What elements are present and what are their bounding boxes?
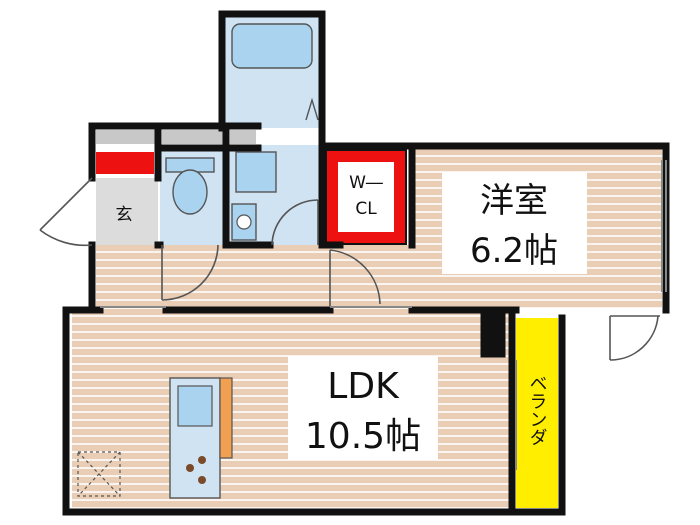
shelf-strip bbox=[96, 130, 158, 144]
closet-label-line1: W― bbox=[349, 173, 383, 193]
walls bbox=[62, 10, 670, 516]
washer-pan-icon bbox=[231, 203, 257, 241]
entrance-label: 玄 bbox=[116, 205, 133, 225]
door-swing-icon[interactable] bbox=[305, 97, 319, 121]
ldk-size: 10.5帖 bbox=[305, 416, 421, 457]
door-swing-icon[interactable] bbox=[161, 244, 219, 301]
door-swing-icon[interactable] bbox=[39, 177, 93, 247]
hallway-floor bbox=[96, 245, 412, 310]
door-swing-icon[interactable] bbox=[609, 315, 660, 361]
walk-in-closet-inner bbox=[338, 162, 394, 232]
shelf-strip bbox=[230, 130, 256, 144]
ldk-name: LDK bbox=[327, 366, 400, 407]
stove-icon bbox=[186, 456, 206, 484]
shoe-storage bbox=[96, 152, 154, 174]
bathtub-icon bbox=[231, 23, 313, 69]
balcony-label: ベランダ bbox=[527, 374, 548, 446]
refrigerator-space-icon bbox=[77, 451, 121, 497]
western-room-size: 6.2帖 bbox=[470, 231, 558, 271]
closet-frame bbox=[325, 149, 407, 245]
western-room-label-bg bbox=[442, 172, 587, 274]
closet-label-line2: CL bbox=[355, 199, 377, 219]
shelf-strip bbox=[162, 130, 226, 144]
ldk-label-bg bbox=[288, 356, 438, 460]
door-swing-icon[interactable] bbox=[271, 199, 319, 246]
toilet-icon bbox=[165, 157, 215, 215]
window-sashes bbox=[100, 160, 667, 470]
door-swing-icon[interactable] bbox=[329, 249, 381, 306]
sink-icon bbox=[177, 385, 213, 427]
western-room-name: 洋室 bbox=[480, 181, 548, 221]
balcony-floor bbox=[516, 318, 558, 508]
washbasin-icon bbox=[235, 151, 277, 193]
entrance-floor bbox=[96, 178, 158, 245]
